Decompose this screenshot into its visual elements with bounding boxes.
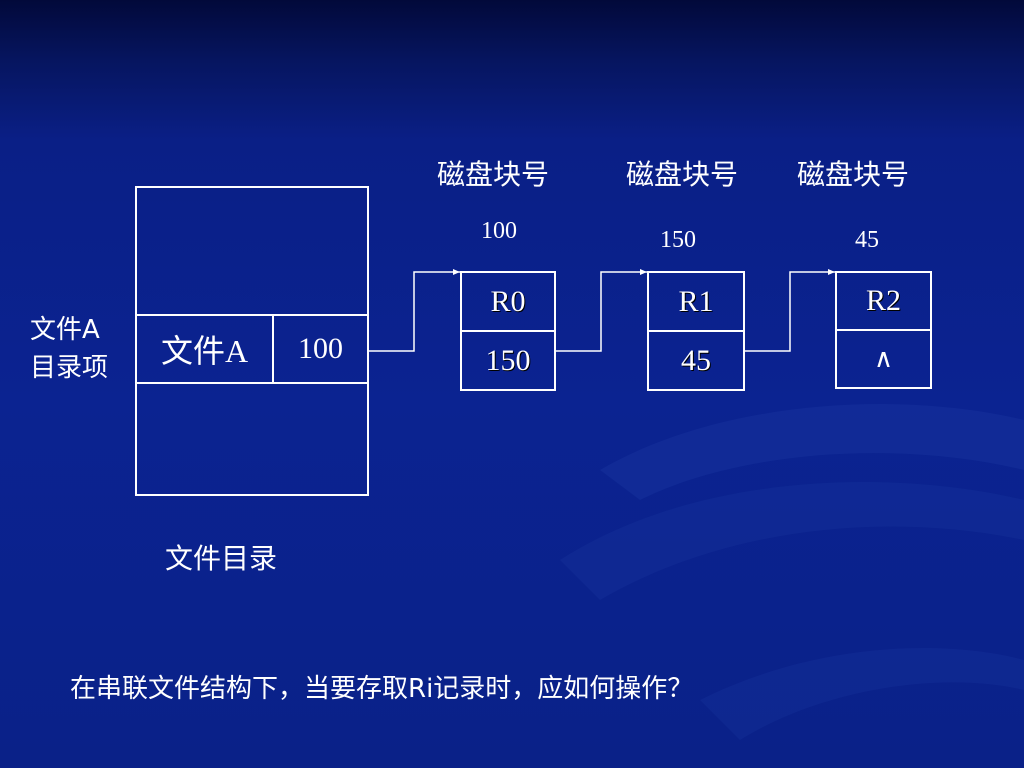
block-header-3: 磁盘块号 [797, 158, 910, 191]
record-r2-divider [835, 329, 932, 331]
block-number-3: 45 [855, 227, 879, 253]
record-r0-divider [460, 330, 556, 332]
block-number-2: 150 [660, 227, 696, 253]
directory-column-divider [272, 314, 274, 384]
record-r2-next: ∧ [873, 344, 894, 373]
block-header-2: 磁盘块号 [626, 158, 739, 191]
block-header-1: 磁盘块号 [437, 158, 550, 191]
block-number-1: 100 [481, 218, 517, 244]
question-text: 在串联文件结构下，当要存取Ri记录时，应如何操作？ [70, 674, 694, 704]
directory-entry-name: 文件A [160, 333, 249, 369]
directory-caption: 文件目录 [165, 542, 278, 575]
directory-row-divider-bottom [135, 382, 369, 384]
record-r1-name: R1 [678, 284, 714, 318]
entry-label-line1: 文件A [30, 315, 100, 345]
record-r1-divider [647, 330, 745, 332]
record-r0-next: 150 [485, 343, 531, 377]
pointer-r0-to-r1 [556, 269, 647, 352]
record-r0-name: R0 [490, 284, 526, 318]
pointer-r1-to-r2 [745, 269, 835, 352]
directory-row-divider-top [135, 314, 369, 316]
directory-entry-start-block: 100 [298, 332, 343, 365]
record-r1-next: 45 [681, 343, 711, 377]
entry-label-line2: 目录项 [30, 353, 109, 383]
record-r2-name: R2 [865, 284, 901, 317]
pointer-dir-to-r0 [368, 269, 460, 352]
